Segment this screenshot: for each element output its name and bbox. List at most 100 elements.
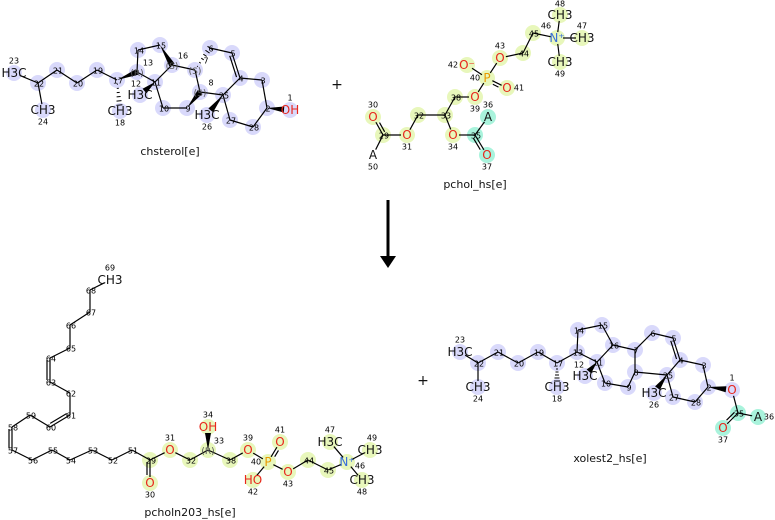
atom-highlight: [646, 385, 662, 401]
atom-number: 12: [131, 80, 141, 89]
single-bond: [612, 344, 636, 351]
atom-highlight: [467, 89, 483, 105]
single-bond: [352, 452, 365, 460]
wedge-bond: [117, 69, 139, 80]
molecule-name: pcholn203_hs[e]: [144, 506, 235, 519]
atom-number: 59: [26, 412, 36, 421]
atom-number: 16: [178, 52, 188, 61]
double-bond: [375, 121, 384, 136]
atom-number: 2: [265, 105, 270, 114]
atom-number: 44: [304, 457, 314, 466]
atom-label: A: [484, 110, 493, 124]
atom-label: O: [145, 476, 154, 490]
single-bond: [222, 77, 241, 96]
stereo-label: (S): [166, 62, 179, 72]
single-bond: [732, 395, 739, 414]
atom-highlight: [492, 50, 508, 66]
atom-label: O: [502, 81, 511, 95]
atom-number: 6: [650, 330, 655, 339]
single-bond: [292, 459, 309, 470]
wedge-bond: [655, 375, 667, 390]
atom-number: 9: [626, 384, 631, 393]
atom-highlight: [272, 434, 288, 450]
atom-number: 44: [519, 50, 529, 59]
single-bond: [505, 52, 524, 58]
single-bond: [229, 452, 244, 461]
atom-number: 58: [8, 424, 18, 433]
single-bond: [557, 43, 560, 57]
single-bond: [702, 364, 709, 388]
single-bond: [522, 32, 534, 54]
atom-number: 15: [156, 42, 166, 51]
double-bond: [672, 337, 681, 361]
atom-number: 14: [574, 327, 584, 336]
atom-number: 12: [574, 361, 584, 370]
atom-number: 18: [552, 395, 562, 404]
single-bond: [11, 414, 31, 428]
atom-highlight: [199, 107, 215, 123]
atom-label: N⁺: [339, 455, 354, 469]
atom-highlight: [362, 442, 378, 458]
atom-number: 39: [243, 434, 253, 443]
molecule-pcholn203-hs-e-: 29O30O313233(R)OH3438O39P40O41HO42O43444…: [8, 264, 383, 520]
atom-number: 47: [577, 22, 587, 31]
atom-label: O: [165, 443, 174, 457]
atom-number: 21: [53, 67, 63, 76]
wedge-bond: [708, 386, 727, 393]
atom-number: 64: [46, 355, 56, 364]
atom-label: H3C: [572, 369, 597, 383]
atom-highlight: [552, 54, 568, 70]
atom-number: 49: [555, 70, 565, 79]
plus-sign: +: [331, 77, 343, 93]
atom-number: 37: [718, 436, 728, 445]
double-bond: [49, 412, 68, 424]
atom-label: O: [402, 128, 411, 142]
single-bond: [69, 311, 91, 326]
single-bond: [136, 49, 139, 73]
atom-label: CH3: [569, 31, 594, 45]
atom-number: 8: [633, 369, 638, 378]
atom-number: 32: [186, 457, 196, 466]
atom-number: 43: [495, 42, 505, 51]
atom-number: 60: [46, 424, 56, 433]
single-bond: [194, 69, 201, 93]
single-bond: [477, 82, 485, 93]
single-bond: [576, 329, 579, 353]
atom-number: 15: [598, 322, 608, 331]
double-bond: [49, 414, 71, 428]
wedge-bond: [142, 82, 155, 94]
single-bond: [49, 381, 71, 394]
atom-highlight: [549, 30, 565, 46]
double-bond: [229, 55, 238, 78]
atom-number: 10: [601, 380, 611, 389]
atom-number: 11: [593, 359, 603, 368]
atom-number: 35: [734, 410, 744, 419]
single-bond: [471, 67, 483, 76]
atom-label: CH3: [547, 55, 572, 69]
single-bond: [464, 354, 479, 364]
stereo-label: (S): [189, 67, 202, 77]
atom-highlight: [480, 109, 496, 125]
atom-number: 38: [451, 94, 461, 103]
atom-number: 25: [219, 92, 229, 101]
atom-number: 20: [73, 80, 83, 89]
atom-label: H3C: [194, 108, 219, 122]
atom-number: 4: [678, 357, 683, 366]
atom-highlight: [499, 80, 515, 96]
atom-highlight: [280, 464, 296, 480]
atom-number: 2: [706, 384, 711, 393]
hash-bond: [116, 83, 123, 106]
atom-number: 19: [93, 67, 103, 76]
atom-label: HO: [244, 473, 262, 487]
atom-label: O: [275, 435, 284, 449]
atom-number: 1: [729, 374, 734, 383]
atom-number: 52: [108, 457, 118, 466]
atom-highlight: [549, 379, 565, 395]
single-bond: [679, 359, 704, 366]
atom-number: 28: [249, 124, 259, 133]
atom-number: 31: [165, 434, 175, 443]
atom-number: 9: [185, 105, 190, 114]
single-bond: [91, 449, 113, 461]
single-bond: [256, 466, 265, 476]
atom-label: CH3: [30, 103, 55, 117]
